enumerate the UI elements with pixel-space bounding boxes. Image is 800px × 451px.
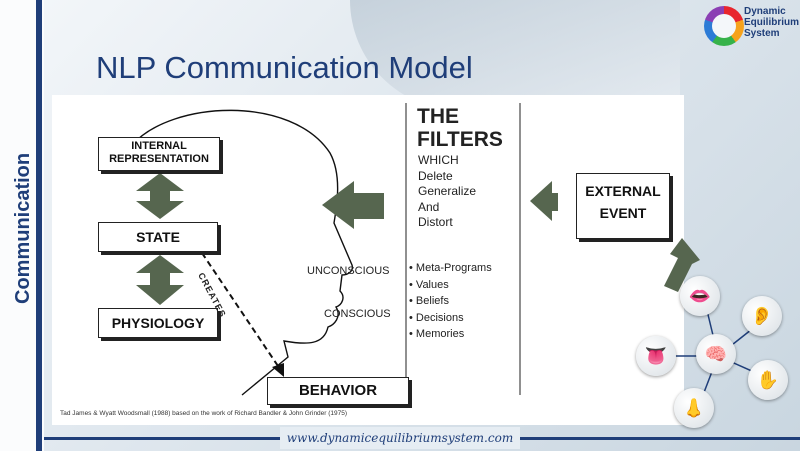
filters-title-line-1: THE xyxy=(417,105,459,128)
logo-line-1: Dynamic xyxy=(744,6,786,17)
ir-line-2: REPRESENTATION xyxy=(109,153,209,165)
filters-which-list: WHICH Delete Generalize And Distort xyxy=(418,153,476,231)
which-line: Delete xyxy=(418,168,453,183)
list-item: • Memories xyxy=(409,328,465,340)
website-url: www.dynamicequilibriumsystem.com xyxy=(280,427,520,449)
nose-icon: 👃 xyxy=(674,388,714,428)
which-line: Distort xyxy=(418,215,453,229)
left-accent-line xyxy=(36,0,42,451)
arrow-ir-state xyxy=(136,173,184,219)
which-line: Generalize xyxy=(418,184,477,198)
list-item: • Beliefs xyxy=(409,295,449,307)
background-photo-shape xyxy=(350,0,680,110)
side-label: Communication xyxy=(12,152,34,304)
ear-icon: 👂 xyxy=(742,296,782,336)
conscious-label: CONSCIOUS xyxy=(324,308,391,320)
brain-icon: 🧠 xyxy=(696,334,736,374)
behavior-box: BEHAVIOR xyxy=(267,377,409,405)
diagram-panel: INTERNAL REPRESENTATION STATE PHYSIOLOGY… xyxy=(52,95,684,425)
company-logo: Dynamic Equilibrium System xyxy=(700,2,800,58)
creates-dashed-line xyxy=(201,252,281,370)
external-event-box: EXTERNAL EVENT xyxy=(576,173,670,239)
external-line-2: EVENT xyxy=(599,205,647,221)
external-line-1: EXTERNAL xyxy=(585,183,661,199)
internal-representation-box: INTERNAL REPRESENTATION xyxy=(98,137,220,171)
arrow-state-physiology xyxy=(136,255,184,305)
tongue-icon: 👅 xyxy=(636,336,676,376)
which-line: WHICH xyxy=(418,153,459,167)
logo-line-2: Equilibrium xyxy=(744,17,799,28)
creates-arrowhead xyxy=(272,363,284,377)
senses-arrow xyxy=(664,238,700,292)
state-box: STATE xyxy=(98,222,218,252)
filter-items-list: • Meta-Programs • Values • Beliefs • Dec… xyxy=(409,260,492,343)
page-title: NLP Communication Model xyxy=(96,50,473,85)
hand-icon: ✋ xyxy=(748,360,788,400)
which-line: And xyxy=(418,199,440,214)
physiology-box: PHYSIOLOGY xyxy=(98,308,218,338)
mouth-icon: 👄 xyxy=(680,276,720,316)
logo-swirl-center xyxy=(712,14,736,38)
head-silhouette xyxy=(131,109,354,396)
ir-line-1: INTERNAL xyxy=(131,140,187,152)
source-credit: Tad James & Wyatt Woodsmall (1988) based… xyxy=(60,410,348,417)
unconscious-label: UNCONSCIOUS xyxy=(307,265,390,277)
arrow-filters-to-head xyxy=(322,181,384,229)
logo-line-3: System xyxy=(744,28,780,39)
list-item: • Meta-Programs xyxy=(409,262,492,274)
filters-title: THE FILTERS xyxy=(417,105,503,151)
list-item: • Values xyxy=(409,278,449,291)
list-item: • Decisions xyxy=(409,311,464,324)
logo-text: Dynamic Equilibrium System xyxy=(744,6,799,39)
diagram-lines xyxy=(131,103,558,396)
arrow-senses-to-event xyxy=(664,238,700,292)
arrow-event-to-filters xyxy=(530,181,558,221)
filters-title-line-2: FILTERS xyxy=(417,128,503,151)
senses-cluster: 👄 👂 👅 🧠 ✋ 👃 xyxy=(636,268,800,448)
